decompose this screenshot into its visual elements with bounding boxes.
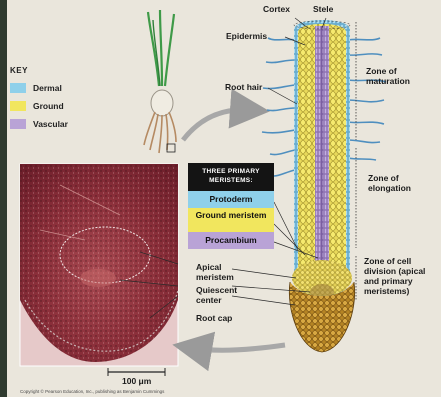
- scale-bar: [108, 368, 165, 376]
- quiescent-center-label: Quiescent center: [196, 285, 246, 305]
- root-hairs-right: [348, 38, 386, 160]
- meristems-header: THREE PRIMARY MERISTEMS:: [188, 163, 274, 191]
- root-cap-label: Root cap: [196, 313, 232, 323]
- zone-division-label: Zone of cell division (apical and primar…: [364, 256, 439, 296]
- key-label-dermal: Dermal: [33, 83, 62, 93]
- key-label-vascular: Vascular: [33, 119, 68, 129]
- zoom-arrow-top: [183, 110, 250, 140]
- zone-elongation-label: Zone of elongation: [368, 173, 428, 193]
- root-hairs-left: [262, 38, 295, 176]
- cortex-label: Cortex: [263, 4, 290, 14]
- scale-label: 100 μm: [122, 376, 151, 386]
- protoderm-label: Protoderm: [188, 191, 274, 208]
- vascular-swatch: [10, 119, 26, 129]
- stele-label: Stele: [313, 4, 333, 14]
- zoom-arrow-bottom: [192, 345, 285, 350]
- plant-illustration: [144, 10, 176, 153]
- micrograph: [20, 164, 178, 366]
- key-title: KEY: [10, 66, 28, 75]
- key-label-ground: Ground: [33, 101, 64, 111]
- apical-meristem-label: Apical meristem: [196, 262, 241, 282]
- epidermis-label: Epidermis: [226, 31, 267, 41]
- root-hair-label: Root hair: [225, 82, 262, 92]
- dermal-swatch: [10, 83, 26, 93]
- ground-meristem-label: Ground meristem: [188, 208, 274, 232]
- procambium-label: Procambium: [188, 232, 274, 249]
- copyright-text: Copyright © Pearson Education, Inc., pub…: [20, 389, 164, 394]
- ground-swatch: [10, 101, 26, 111]
- page-edge: [0, 0, 7, 397]
- zone-maturation-label: Zone of maturation: [366, 66, 426, 86]
